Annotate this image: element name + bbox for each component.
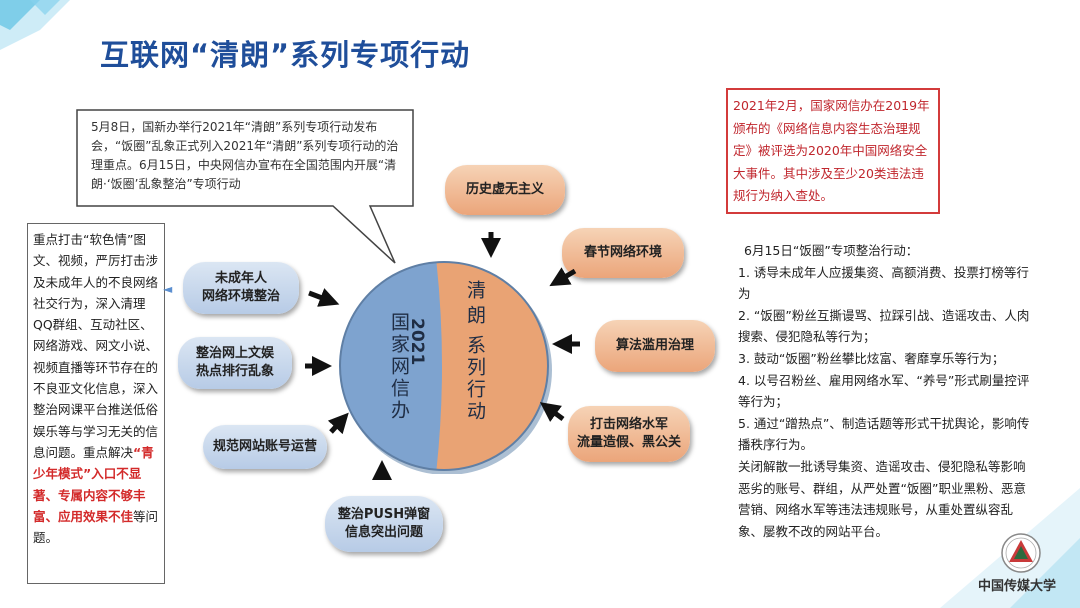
action-item: 1. 诱导未成年人应援集资、高额消费、投票打榜等行为 <box>738 264 1029 302</box>
circle-year: 2021 <box>407 318 427 366</box>
minors-policy-box <box>27 223 165 584</box>
callout-text: 5月8日，国新办举行2021年“清朗”系列专项行动发布会，“饭圈”乱象正式列入2… <box>91 120 399 191</box>
pill-algorithm-abuse: 算法滥用治理 <box>595 320 715 372</box>
announcement-box <box>726 88 940 214</box>
circle-action-2: 系列行动 <box>464 335 486 423</box>
action-item: 3. 鼓动“饭圈”粉丝攀比炫富、奢靡享乐等行为； <box>738 350 1005 366</box>
announcement-text: 2021年2月，国家网信办在2019年颁布的《网络信息内容生态治理规定》被评选为… <box>733 98 930 203</box>
policy-text-part2: 等问题。 <box>33 508 159 546</box>
actions-closing: 关闭解散一批诱导集资、造谣攻击、侵犯隐私等影响恶劣的账号、群组，从严处置“饭圈”… <box>738 458 1026 539</box>
corner-decoration <box>0 0 70 50</box>
circle-org: 国家网信办 <box>388 312 410 422</box>
left-arrow-icon: ◄ <box>163 282 173 296</box>
university-logo-icon <box>1001 533 1041 573</box>
minors-policy-text: 重点打击“软色情”图文、视频，严厉打击涉及未成年人的不良网络社交行为，深入清理Q… <box>33 229 161 548</box>
university-name: 中国传媒大学 <box>977 579 1056 594</box>
pill-push-notifications: 整治PUSH弹窗 信息突出问题 <box>325 496 443 552</box>
action-item: 4. 以号召粉丝、雇用网络水军、“养号”形式刷量控评等行为； <box>738 372 1030 410</box>
circle-action-1: 清朗 <box>464 280 486 330</box>
page-title: 互联网“清朗”系列专项行动 <box>100 38 471 72</box>
pill-account-operations: 规范网站账号运营 <box>203 425 327 469</box>
policy-text-part1: 重点打击“软色情”图文、视频，严厉打击涉及未成年人的不良网络社交行为，深入清理Q… <box>33 232 159 460</box>
action-item: 5. 通过“蹭热点”、制造话题等形式干扰舆论，影响传播秩序行为。 <box>738 415 1030 453</box>
pill-historical-nihilism: 历史虚无主义 <box>445 165 565 215</box>
speech-bubble <box>76 109 414 264</box>
pill-spring-festival: 春节网络环境 <box>562 228 684 278</box>
action-item: 2. “饭圈”粉丝互撕谩骂、拉踩引战、造谣攻击、人肉搜索、侵犯隐私等行为； <box>738 307 1030 345</box>
pill-entertainment-rankings: 整治网上文娱 热点排行乱象 <box>178 337 292 389</box>
central-circle <box>339 261 552 474</box>
actions-heading: 6月15日“饭圈”专项整治行动： <box>744 243 919 258</box>
fan-circle-actions: 6月15日“饭圈”专项整治行动： 1. 诱导未成年人应援集资、高额消费、投票打榜… <box>738 240 1034 542</box>
pill-minors-environment: 未成年人 网络环境整治 <box>183 262 299 314</box>
policy-highlight: “青少年模式”入口不显著、专属内容不够丰富、应用效果不佳 <box>33 444 154 524</box>
pill-paid-posters: 打击网络水军 流量造假、黑公关 <box>568 406 690 462</box>
